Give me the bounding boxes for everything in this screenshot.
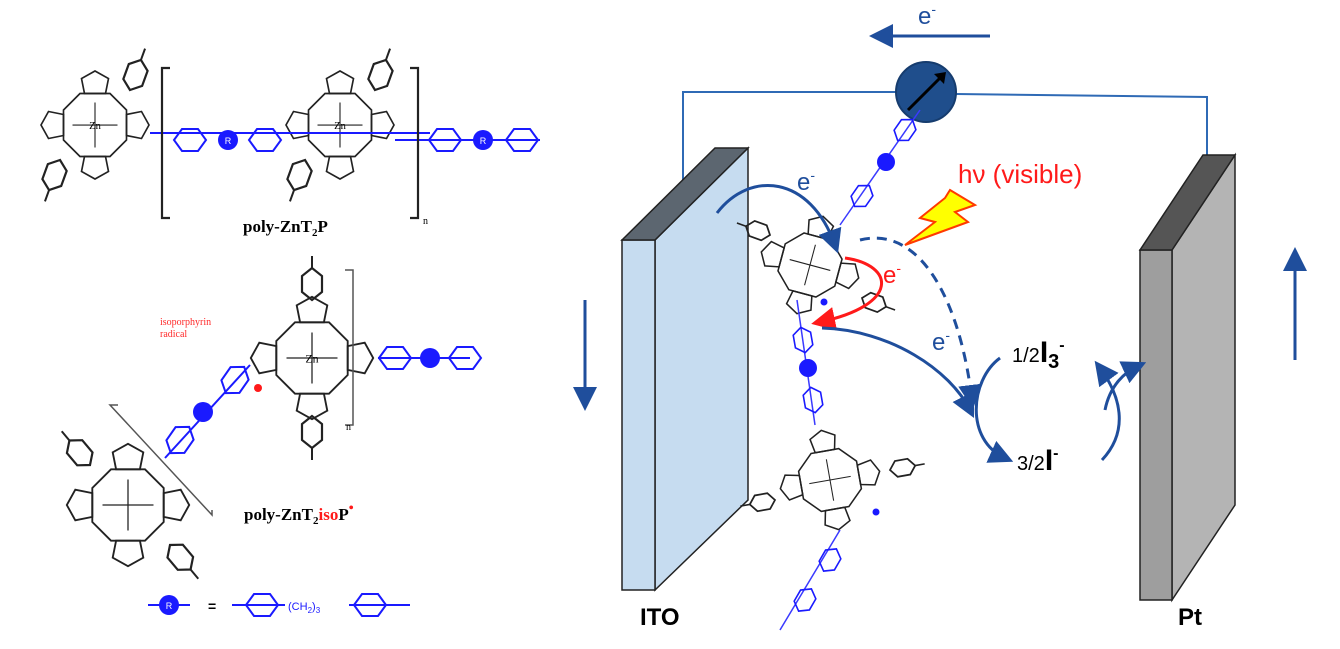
electron-label-dashed: e- [932, 327, 950, 356]
linker-r-node [218, 130, 238, 150]
radical-dot [254, 384, 262, 392]
isoporphyrin-label: isoporphyrin [160, 317, 211, 328]
pt-electrode: Pt [1138, 152, 1237, 631]
zn-label: Zn [89, 121, 101, 132]
linker-r-label: R [480, 136, 487, 146]
poly-znt2isop-label: poly-ZnT2isoP• [244, 501, 354, 527]
external-circuit: e- [682, 1, 1208, 220]
poly-znt2p-label: poly-ZnT2P [243, 217, 328, 239]
equals-sign: = [208, 598, 216, 614]
linker-r-label: R [225, 136, 232, 146]
light-label: hν (visible) [958, 159, 1082, 189]
linker-r-label: R [166, 601, 173, 611]
ito-electrode: ITO [620, 146, 750, 631]
poly-znt2isop-structure: isoporphyrin radical Zn n poly-ZnT2isoP• [52, 254, 482, 587]
zn-label: Zn [334, 121, 346, 132]
electron-label-injection: e- [797, 167, 815, 196]
iodide-label: 3/2I- [1017, 444, 1058, 477]
electron-label-red: e- [883, 260, 901, 289]
lightning-icon [904, 188, 978, 246]
repeat-n: n [423, 216, 428, 227]
ito-label: ITO [640, 604, 680, 631]
zn-label: Zn [305, 351, 318, 365]
radical-label: radical [160, 329, 187, 340]
linker-legend: R = (CH2)3 [148, 593, 410, 617]
dye-molecule [733, 109, 927, 631]
pt-label: Pt [1178, 604, 1202, 631]
electron-transfer-arrows: e- e- e- [715, 167, 983, 419]
linker-chain-label: (CH2)3 [288, 601, 321, 615]
repeat-n: n [346, 422, 351, 433]
triiodide-label: 1/2I3- [1012, 336, 1065, 373]
poly-znt2p-structure: Zn Zn R R n poly-ZnT2P [34, 44, 540, 239]
redox-cycle: 1/2I3- 3/2I- [974, 336, 1147, 477]
electron-label-top: e- [918, 1, 936, 30]
